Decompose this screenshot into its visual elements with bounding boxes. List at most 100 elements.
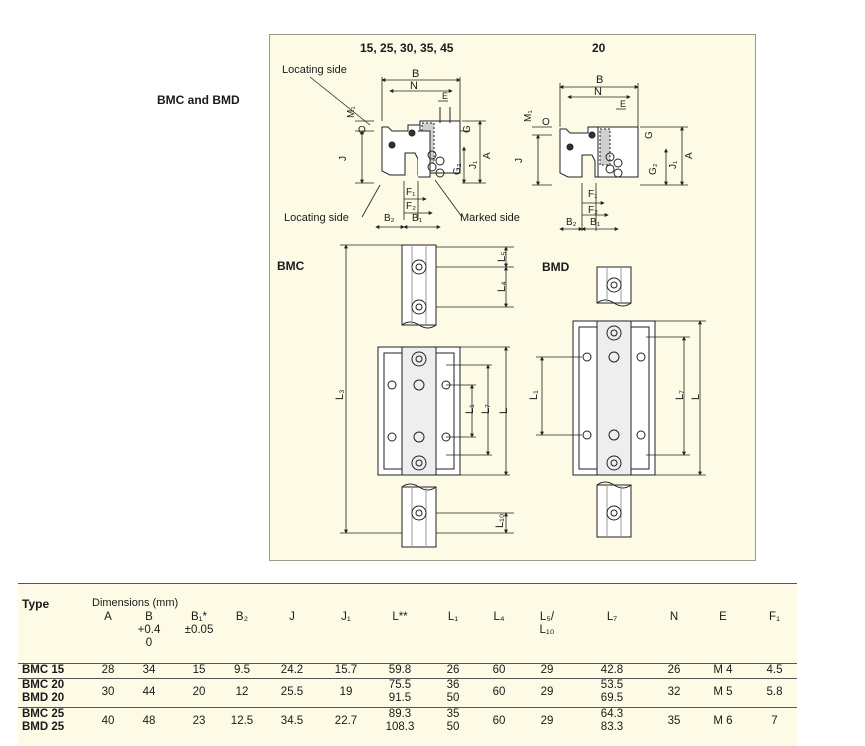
- value-cell: 29: [524, 663, 570, 679]
- dim-l10: L₁₀: [494, 514, 506, 528]
- value-text: 29: [540, 686, 554, 698]
- bmc-title: BMC: [277, 259, 305, 273]
- column-header: F₁: [752, 611, 797, 664]
- sizes-left-title: 15, 25, 30, 35, 45: [360, 41, 454, 55]
- value-text: 29: [540, 664, 554, 676]
- column-header: A: [92, 611, 124, 664]
- column-header: E: [694, 611, 752, 664]
- type-name: BMD 25: [22, 721, 65, 733]
- column-header-line: B₁*: [190, 611, 208, 623]
- value-cell: 19: [324, 678, 368, 708]
- value-cell: 40: [92, 707, 124, 736]
- value-cell: 60: [474, 707, 524, 736]
- dims-right: [532, 83, 688, 231]
- value-text: M 4: [713, 664, 733, 676]
- value-text: 26: [667, 664, 681, 676]
- column-header-line: E: [719, 611, 727, 623]
- dim-o-right: O: [542, 117, 550, 128]
- value-text: 32: [667, 686, 681, 698]
- value-text: 48: [142, 715, 156, 727]
- value-line: 69.5: [600, 692, 624, 704]
- sizes-right-title: 20: [592, 41, 606, 55]
- value-text: 9.5: [234, 664, 250, 676]
- type-cell: BMC 15: [18, 663, 92, 679]
- dim-l-bmd: L: [690, 394, 702, 400]
- value-cell: M 6: [694, 707, 752, 736]
- value-line: 50: [446, 721, 460, 733]
- column-header-line: L₅/: [539, 611, 555, 623]
- dim-o-left: O: [358, 125, 366, 136]
- technical-drawing: 15, 25, 30, 35, 45 20: [269, 34, 756, 561]
- value-cell: 12: [224, 678, 260, 708]
- value-text: 24.2: [280, 664, 304, 676]
- dim-j-right: J: [514, 158, 525, 163]
- dim-a-left: A: [482, 152, 493, 159]
- value-text: 60: [492, 686, 506, 698]
- bmc-plan-view: [377, 244, 461, 548]
- value-cell: 5.8: [752, 678, 797, 708]
- value-cell: 29: [524, 678, 570, 708]
- bmd-title: BMD: [542, 260, 570, 274]
- value-text: 60: [492, 664, 506, 676]
- value-cell: 26: [654, 663, 694, 679]
- value-text: 60: [492, 715, 506, 727]
- dim-n-left: N: [410, 80, 418, 92]
- value-text: 34.5: [280, 715, 304, 727]
- value-line: 42.8: [600, 664, 624, 676]
- column-header: L₅/L₁₀: [524, 611, 570, 664]
- value-cell: 23: [174, 707, 224, 736]
- dim-l1-bmc: L₁: [464, 404, 476, 414]
- column-header-line: N: [669, 611, 679, 623]
- value-cell: 34.5: [260, 707, 324, 736]
- dim-l4: L₄: [496, 281, 508, 292]
- value-cell: 7: [752, 707, 797, 736]
- value-text: 29: [540, 715, 554, 727]
- column-header-line: L₁: [447, 611, 459, 623]
- column-header-line: +0.4: [137, 624, 161, 636]
- column-header: B₁*±0.05: [174, 611, 224, 664]
- column-header: L₁: [432, 611, 474, 664]
- column-header: J₁: [324, 611, 368, 664]
- dims-left: [309, 76, 486, 229]
- value-cell: 44: [124, 678, 174, 708]
- value-text: 4.5: [766, 664, 783, 676]
- value-line: 75.5: [388, 679, 412, 691]
- column-header: L₄: [474, 611, 524, 664]
- value-text: 20: [192, 686, 206, 698]
- dim-j1-right: J₁: [668, 160, 679, 169]
- column-header: B₂: [224, 611, 260, 664]
- value-line: 108.3: [385, 721, 415, 733]
- column-header-line: 0: [145, 637, 153, 649]
- value-cell: 4.5: [752, 663, 797, 679]
- drawing-svg: 15, 25, 30, 35, 45 20: [277, 41, 706, 548]
- value-text: 28: [101, 664, 115, 676]
- value-text: 15.7: [334, 664, 358, 676]
- value-cell: M 4: [694, 663, 752, 679]
- cross-section-left: [381, 107, 461, 178]
- dim-l7-bmd: L₇: [674, 390, 686, 400]
- header-spacer: [18, 611, 92, 664]
- value-cell: 29: [524, 707, 570, 736]
- value-cell: 22.7: [324, 707, 368, 736]
- column-header-line: J: [289, 611, 295, 623]
- dim-f2-right: F₂: [588, 205, 598, 216]
- column-header: N: [654, 611, 694, 664]
- dim-e-right: E: [620, 99, 626, 109]
- value-cell: 30: [92, 678, 124, 708]
- value-line: 50: [446, 692, 460, 704]
- dim-j-left: J: [338, 156, 349, 161]
- value-text: 23: [192, 715, 206, 727]
- value-text: 7: [771, 715, 778, 727]
- value-cell: 42.8: [570, 663, 654, 679]
- dim-b-right: B: [596, 74, 603, 86]
